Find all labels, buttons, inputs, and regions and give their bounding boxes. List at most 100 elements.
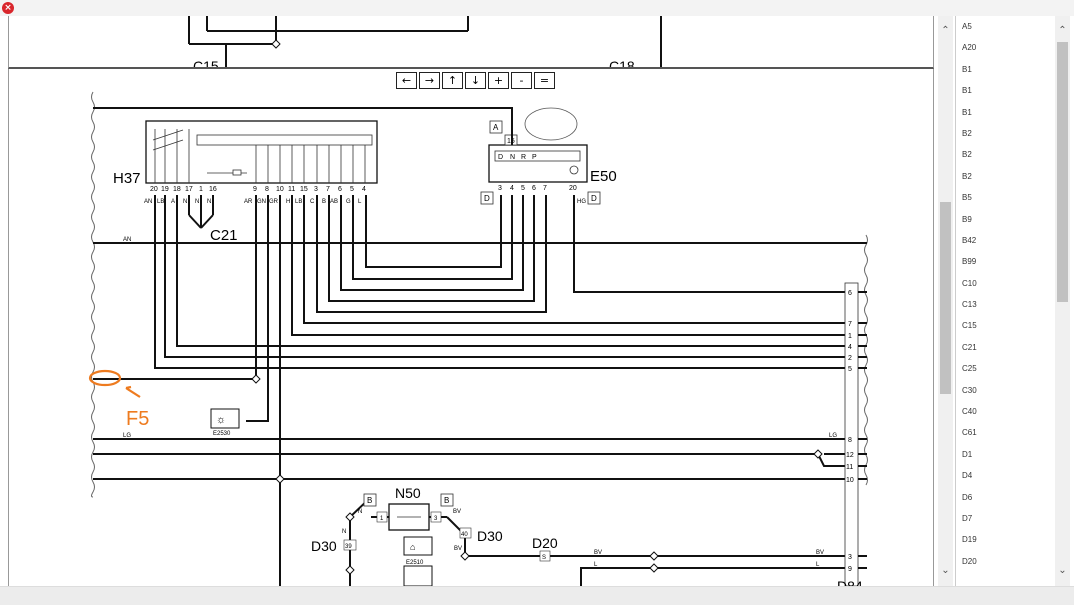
switch-component	[403, 565, 433, 586]
connector-pin-labels: 6 7 1 4 2 5 8 12 11 10 3 9	[846, 290, 854, 573]
svg-text:N: N	[342, 529, 346, 535]
svg-text:LB: LB	[157, 199, 164, 205]
e2530-component	[210, 408, 240, 429]
lg-wire-label: LG	[123, 433, 131, 439]
list-item[interactable]: C13	[962, 300, 977, 310]
svg-text:H: H	[286, 199, 290, 205]
list-item[interactable]: B42	[962, 235, 977, 245]
zoom-reset-button[interactable]: =	[534, 72, 555, 89]
h37-label: H37	[113, 170, 141, 187]
svg-text:3: 3	[848, 554, 852, 561]
svg-text:8: 8	[265, 186, 269, 193]
upper-diagram-panel[interactable]: C15 C18	[8, 16, 934, 69]
svg-text:N: N	[358, 509, 362, 515]
list-item[interactable]: A20	[962, 43, 977, 53]
status-bar	[0, 586, 1074, 605]
svg-text:L: L	[358, 199, 362, 205]
svg-text:17: 17	[185, 186, 193, 193]
svg-text:BV: BV	[454, 546, 462, 552]
pan-down-button[interactable]: ↓	[465, 72, 486, 89]
pan-up-button[interactable]: ↑	[442, 72, 463, 89]
list-item[interactable]: C10	[962, 278, 977, 288]
svg-text:B: B	[367, 496, 372, 505]
svg-text:3: 3	[498, 185, 502, 192]
svg-text:HG: HG	[577, 199, 586, 205]
svg-text:15: 15	[300, 186, 308, 193]
h37-pin-labels: 20 19 18 17 1 16 9 8 10 11 15 3 7 6 5 4	[150, 186, 366, 193]
svg-text:19: 19	[161, 186, 169, 193]
e2510-component	[403, 536, 433, 556]
svg-text:BV: BV	[453, 509, 461, 515]
list-item[interactable]: C61	[962, 428, 977, 438]
svg-text:7: 7	[848, 321, 852, 328]
list-item[interactable]: C30	[962, 385, 977, 395]
list-item[interactable]: B1	[962, 107, 972, 117]
list-item[interactable]: B5	[962, 193, 972, 203]
right-connector	[844, 282, 859, 586]
list-item[interactable]: B1	[962, 86, 972, 96]
svg-text:B: B	[444, 496, 449, 505]
list-item[interactable]: D20	[962, 556, 977, 566]
list-item[interactable]: D7	[962, 513, 973, 523]
list-item[interactable]: B2	[962, 171, 972, 181]
diagram-nav-bar: ← → ↑ ↓ + - =	[396, 72, 555, 89]
svg-text:6: 6	[338, 186, 342, 193]
wiring-diagram-panel[interactable]: ← → ↑ ↓ + - = H37	[8, 69, 934, 586]
svg-text:2: 2	[848, 355, 852, 362]
svg-text:D: D	[498, 154, 503, 161]
svg-text:GN: GN	[257, 199, 266, 205]
svg-text:39: 39	[345, 544, 352, 550]
svg-text:N: N	[195, 199, 199, 205]
c21-label: C21	[210, 227, 238, 244]
list-item[interactable]: B1	[962, 64, 972, 74]
list-item[interactable]: C25	[962, 364, 977, 374]
zoom-out-button[interactable]: -	[511, 72, 532, 89]
svg-text:A: A	[171, 199, 175, 205]
svg-text:6: 6	[532, 185, 536, 192]
svg-text:G: G	[346, 199, 351, 205]
svg-text:N: N	[183, 199, 187, 205]
list-scroll-thumb	[1057, 42, 1068, 302]
list-item[interactable]: A5	[962, 22, 972, 31]
list-item[interactable]: D4	[962, 471, 973, 481]
svg-text:16: 16	[209, 186, 217, 193]
e50-component: D N R P A 15 E50 3 4 5 6 7 20 D D	[480, 107, 617, 205]
svg-text:AR: AR	[244, 199, 253, 205]
svg-text:L: L	[816, 562, 820, 568]
list-item[interactable]: D19	[962, 535, 977, 545]
zoom-in-button[interactable]: +	[488, 72, 509, 89]
list-item[interactable]: C15	[962, 321, 977, 331]
list-item[interactable]: D6	[962, 492, 973, 502]
svg-text:4: 4	[510, 185, 514, 192]
svg-text:6: 6	[848, 290, 852, 297]
diagram-scrollbar[interactable]: ⌃ ⌄	[938, 16, 953, 586]
e50-tag-a: A	[493, 123, 499, 132]
list-scrollbar[interactable]: ⌃ ⌄	[1055, 16, 1070, 586]
svg-text:18: 18	[173, 186, 181, 193]
list-item[interactable]: C21	[962, 342, 977, 352]
left-border-wave	[91, 91, 95, 498]
pan-right-button[interactable]: →	[419, 72, 440, 89]
svg-text:9: 9	[848, 566, 852, 573]
d30-label-left: D30	[311, 538, 337, 554]
diagram-scroll-thumb	[940, 202, 951, 394]
svg-text:R: R	[521, 154, 526, 161]
upper-diagram: C15 C18	[188, 16, 662, 67]
list-item[interactable]: D1	[962, 449, 973, 459]
list-item[interactable]: B9	[962, 214, 972, 224]
list-item[interactable]: B2	[962, 128, 972, 138]
svg-text:40: 40	[461, 532, 468, 538]
wiring-diagram: H37 20 19 18 17 1 16 9 8 10 11 15 3 7 6 …	[88, 91, 868, 586]
svg-text:5: 5	[848, 366, 852, 373]
close-icon[interactable]: ×	[2, 2, 14, 14]
svg-text:L: L	[594, 562, 598, 568]
n50-label: N50	[395, 485, 421, 501]
list-item[interactable]: B2	[962, 150, 972, 160]
svg-text:D: D	[484, 194, 490, 203]
right-border-wave	[864, 234, 868, 486]
svg-text:1: 1	[199, 186, 203, 193]
list-item[interactable]: B99	[962, 257, 977, 267]
svg-text:LB: LB	[295, 199, 302, 205]
list-item[interactable]: C40	[962, 407, 977, 417]
pan-left-button[interactable]: ←	[396, 72, 417, 89]
